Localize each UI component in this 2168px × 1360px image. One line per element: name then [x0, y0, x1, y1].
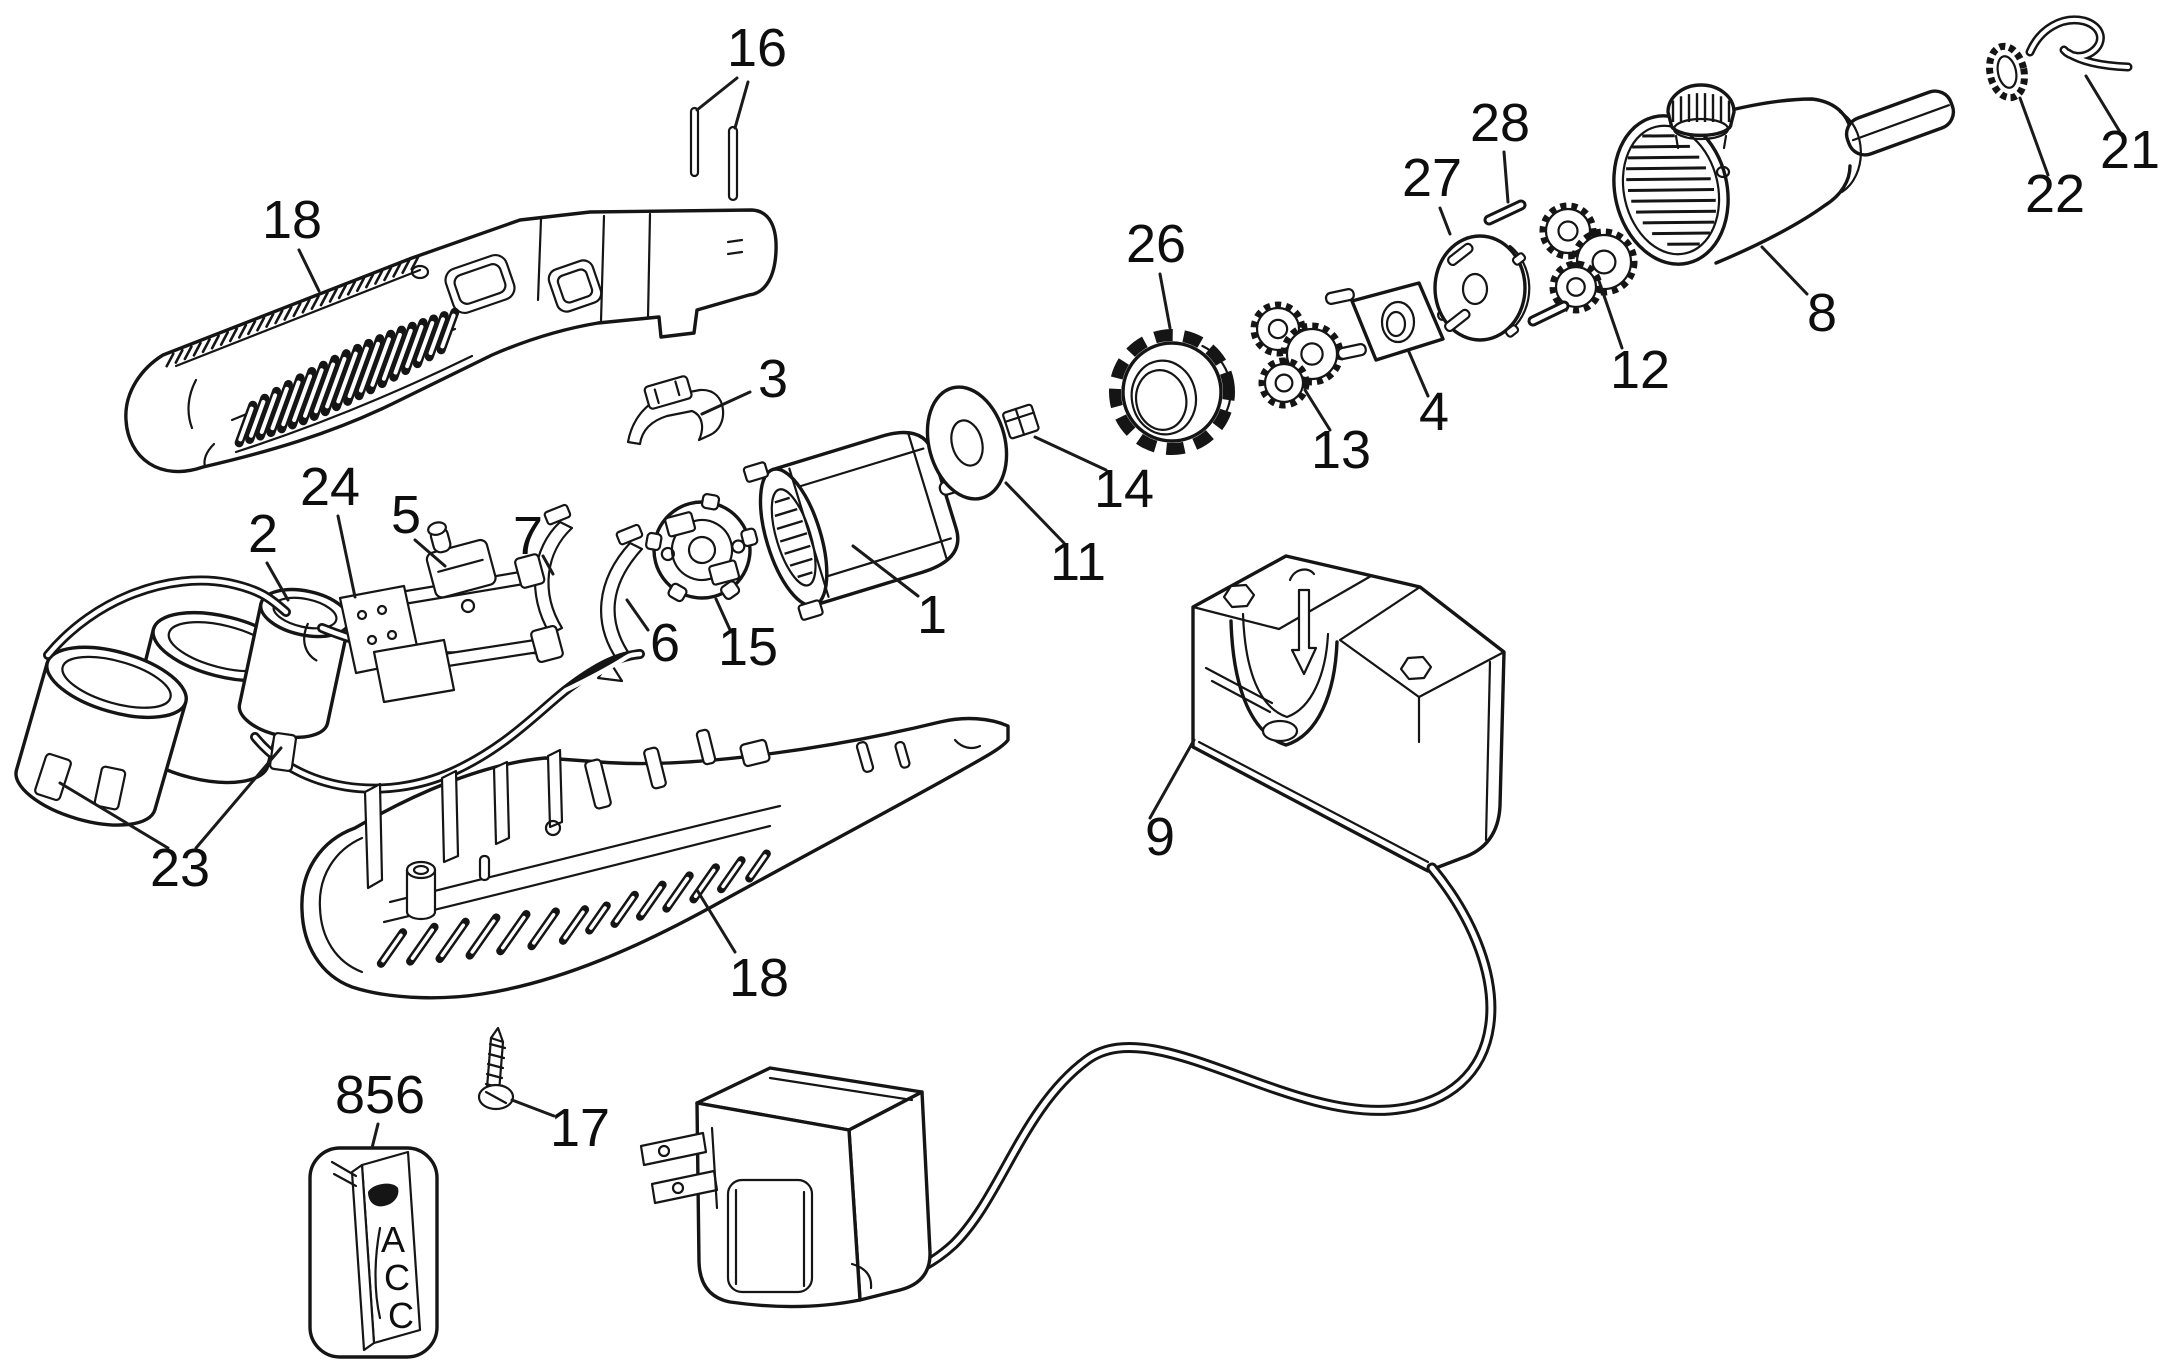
leader-line-contact-plate [336, 514, 357, 599]
leader-line-gear-pin [1502, 150, 1510, 204]
leader-line-locating-pins [733, 80, 750, 130]
part-callout-washer: 11 [1050, 532, 1106, 592]
leader-line-lead-wire-short [541, 554, 555, 576]
part-callout-locating-pins: 16 [727, 18, 787, 78]
part-callout-planet-gears: 13 [1311, 420, 1371, 480]
callout-layer: 1234567891112131415161718212223242627281… [58, 18, 2160, 1158]
spacer-washer [925, 385, 1009, 501]
spindle-washer [1986, 42, 2028, 102]
accessory-card: ACC [308, 1146, 439, 1359]
leader-line-battery-cell [265, 561, 290, 602]
leader-line-gear-carrier [1407, 350, 1430, 398]
terminal-clip [1002, 403, 1040, 440]
part-callout-gear-cluster: 12 [1610, 340, 1670, 400]
part-callout-accessory-group: 856 [335, 1065, 425, 1125]
output-shaft [1844, 89, 1956, 157]
part-callout-lead-wire-long: 6 [650, 613, 680, 673]
ac-adapter [639, 1066, 932, 1309]
screw-hole [410, 264, 430, 280]
leader-line-terminal-clip [1033, 435, 1108, 472]
acc-letter: A [381, 1219, 405, 1260]
leader-line-charging-stand [1148, 738, 1196, 820]
leader-line-housing-upper [297, 248, 321, 293]
upper-housing-shell [124, 208, 778, 474]
leader-line-washer [1004, 481, 1066, 545]
leader-line-gear-plate [1438, 206, 1452, 236]
output-housing [1612, 83, 1956, 266]
switch-slider [425, 521, 497, 599]
part-callout-terminal-clip: 14 [1094, 459, 1154, 519]
part-callout-motor-endcap: 15 [718, 617, 778, 677]
leader-line-housing-lower [695, 888, 737, 954]
leader-line-switch [413, 538, 447, 568]
gear-pin [1483, 199, 1570, 327]
locating-pins [689, 106, 739, 202]
leader-line-clutch-collar [1158, 272, 1172, 330]
mounting-screw [477, 1026, 515, 1111]
leader-line-brush-clip [700, 390, 752, 416]
plug-prongs [639, 1126, 719, 1210]
gear-plate [1433, 234, 1531, 342]
part-callout-gear-pin: 28 [1470, 93, 1530, 153]
part-callout-housing-lower: 18 [729, 948, 789, 1008]
bit-clip [2025, 15, 2133, 72]
leader-line-spindle-washer [2018, 96, 2050, 177]
leader-line-locating-pins [695, 76, 739, 112]
leader-line-output-housing [1760, 245, 1809, 296]
part-callout-screw: 17 [550, 1098, 610, 1158]
part-callout-gear-carrier: 4 [1419, 382, 1449, 442]
part-callout-battery-terminals: 23 [150, 838, 210, 898]
part-callout-spindle-washer: 22 [2025, 164, 2085, 224]
leader-line-screw [510, 1098, 556, 1118]
switch-window [444, 253, 516, 315]
stand-screw [1399, 655, 1433, 681]
leader-line-battery-terminals [194, 746, 283, 850]
upper-vent-slots [234, 307, 460, 448]
grip-serrations [165, 255, 420, 368]
motor [742, 430, 977, 621]
part-callout-bit-clip: 21 [2100, 120, 2160, 180]
brush-clip [626, 375, 725, 446]
part-callout-brush-clip: 3 [758, 349, 788, 409]
leader-line-gear-cluster [1597, 279, 1624, 350]
part-callout-motor: 1 [917, 585, 947, 645]
leader-line-lead-wire-long [625, 598, 650, 632]
leader-line-planet-gears [1303, 388, 1332, 432]
power-cord [860, 862, 1497, 1290]
part-callout-charging-stand: 9 [1145, 807, 1175, 867]
part-callout-switch: 5 [391, 485, 421, 545]
battery-pack [14, 575, 645, 827]
part-callout-battery-cell: 2 [248, 504, 278, 564]
part-callout-lead-wire-short: 7 [513, 506, 543, 566]
part-callout-gear-plate: 27 [1402, 148, 1462, 208]
charge-contact-pin [1288, 568, 1318, 676]
switch-assembly [338, 521, 564, 704]
part-callout-contact-plate: 24 [300, 457, 360, 517]
lower-housing-shell [300, 716, 1010, 1000]
leader-line-motor [851, 544, 920, 598]
stand-screw [1222, 583, 1256, 609]
acc-letter: C [384, 1257, 410, 1298]
gear-carrier [1324, 281, 1456, 362]
housing-bosses [363, 728, 982, 921]
part-callout-output-housing: 8 [1807, 283, 1837, 343]
acc-letter: C [388, 1295, 414, 1336]
collar-button [1666, 83, 1736, 150]
acc-letters: ACC [381, 1219, 414, 1336]
part-callout-clutch-collar: 26 [1126, 214, 1186, 274]
nose-interior-hatch [1626, 134, 1716, 246]
clutch-collar [1109, 329, 1235, 455]
part-callout-housing-upper: 18 [262, 190, 322, 250]
charging-stand [1191, 554, 1506, 873]
endcap-window [547, 259, 603, 313]
leader-line-accessory-group [370, 1122, 380, 1150]
leader-line-motor-endcap [714, 597, 733, 634]
motor-endcap [644, 492, 759, 603]
leader-line-bit-clip [2084, 74, 2122, 134]
lead-wire-long [596, 523, 644, 683]
leader-line-battery-terminals [58, 781, 170, 850]
